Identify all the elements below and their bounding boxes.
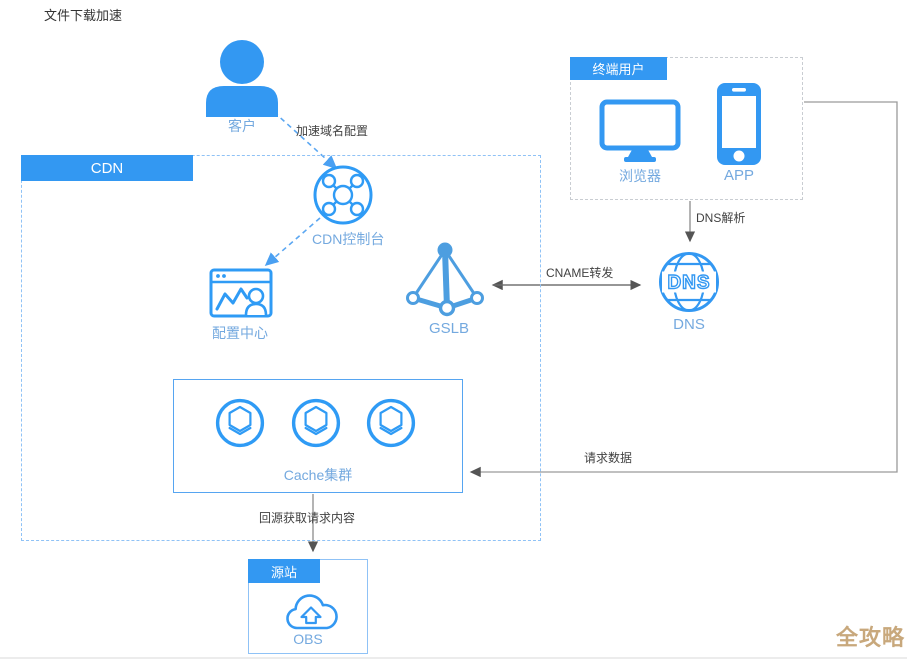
dns-label: DNS [673,316,705,333]
cdn-group-box [21,155,541,541]
cache-node-icon-3 [366,398,416,448]
watermark: 全攻略 [836,625,906,650]
edge-request-data [469,101,898,478]
request-data-label: 请求数据 [584,451,633,465]
obs-cloud-icon [283,590,341,636]
cdn-group-header: CDN [21,155,193,181]
app-phone-icon [716,82,762,166]
customer-person-icon [202,35,282,117]
page-title: 文件下载加速 [44,8,123,23]
browser-label: 浏览器 [619,168,661,184]
gslb-label: GSLB [429,320,470,337]
config-center-icon [209,268,273,318]
cname-forward-label: CNAME转发 [546,266,614,280]
dns-globe-icon: DNS [657,250,721,314]
edge-domain-config [273,111,338,170]
browser-monitor-icon [599,99,681,163]
gslb-icon [403,238,487,320]
cdn-console-icon [312,164,374,226]
customer-label: 客户 [228,118,256,134]
origin-fetch-label: 回源获取请求内容 [259,511,356,525]
cache-cluster-box [173,379,463,493]
domain-config-label: 加速域名配置 [296,124,369,138]
obs-label: OBS [293,631,323,647]
origin-group-header: 源站 [248,559,320,583]
edge-console-config [264,217,321,267]
end-user-group-box [570,57,803,200]
cache-node-icon-2 [291,398,341,448]
cache-node-icon-1 [215,398,265,448]
bottom-edge-strip [0,657,907,659]
dns-resolution-label: DNS解析 [696,211,746,225]
end-user-group-header: 终端用户 [570,57,667,80]
cdn-console-label: CDN控制台 [312,231,385,247]
cache-cluster-label: Cache集群 [283,467,353,483]
app-label: APP [723,167,754,184]
dns-globe-text: DNS [667,273,710,294]
config-center-label: 配置中心 [212,325,268,341]
